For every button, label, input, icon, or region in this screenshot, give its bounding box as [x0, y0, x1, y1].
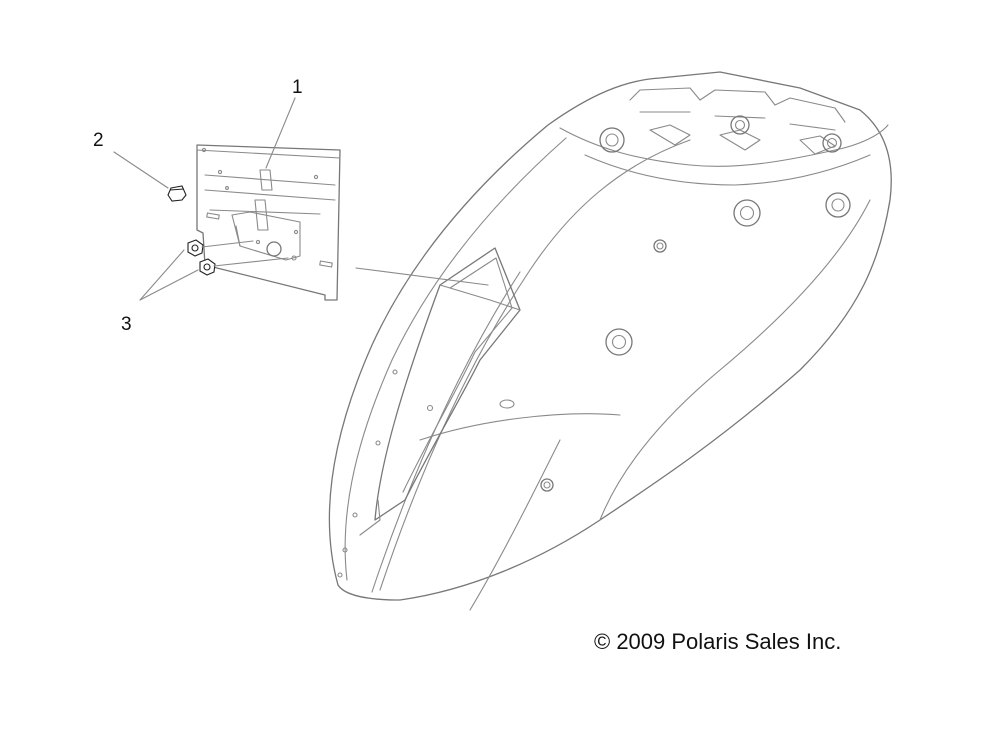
fender-mount-hole: [540, 478, 554, 492]
fender-mount-hole: [733, 199, 761, 227]
callout-label-3: 3: [121, 314, 132, 335]
screw-part-3: [187, 239, 204, 257]
fender-mount-hole: [605, 328, 633, 356]
leader-lines: [113, 97, 489, 301]
callout-label-1: 1: [292, 77, 303, 98]
rear-fender: [328, 71, 892, 611]
fender-mount-hole: [825, 192, 851, 218]
license-bracket: [196, 144, 341, 301]
fender-mount-hole: [653, 239, 667, 253]
fender-mount-hole: [599, 127, 625, 153]
fender-mount-hole: [730, 115, 750, 135]
callout-label-2: 2: [93, 130, 104, 151]
plug-part-2: [167, 185, 187, 202]
screw-part-3: [199, 258, 216, 276]
fender-mount-hole: [822, 133, 842, 153]
copyright-notice: © 2009 Polaris Sales Inc.: [594, 629, 842, 654]
